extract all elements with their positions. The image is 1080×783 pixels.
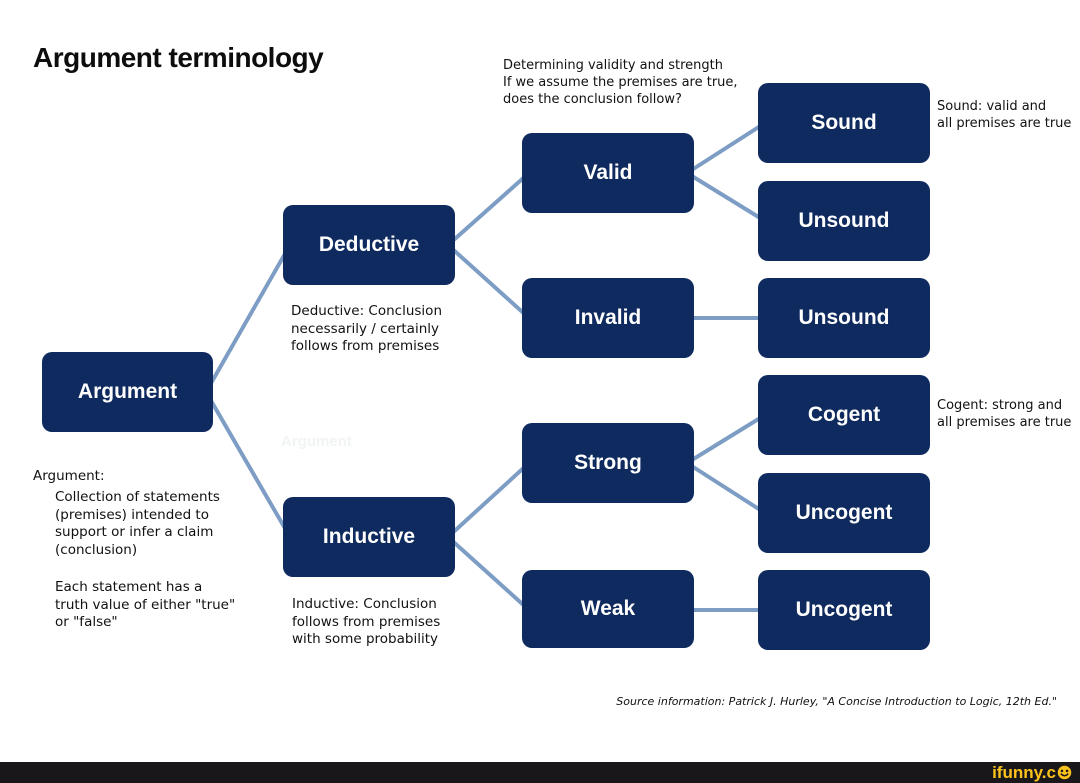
ifunny-logo: ifunny.c xyxy=(992,763,1072,783)
argument-definition-heading: Argument: xyxy=(33,468,105,484)
sound-definition: Sound: valid and all premises are true xyxy=(937,99,1071,132)
note-line: does the conclusion follow? xyxy=(503,92,682,107)
note-line: Each statement has a xyxy=(55,579,203,595)
smiley-icon xyxy=(1057,765,1072,780)
node-unsound-after-invalid: Unsound xyxy=(758,278,930,358)
validity-strength-note: Determining validity and strength If we … xyxy=(503,57,738,108)
node-cogent: Cogent xyxy=(758,375,930,455)
note-line: all premises are true xyxy=(937,115,1072,131)
connector-valid-sound xyxy=(685,121,767,175)
note-line: necessarily / certainly xyxy=(291,320,439,337)
note-line: (conclusion) xyxy=(55,541,138,558)
connector-valid-unsound xyxy=(685,171,767,223)
deductive-definition: Deductive: Conclusion necessarily / cert… xyxy=(291,303,442,356)
node-strong: Strong xyxy=(522,423,694,503)
note-line: (premises) intended to xyxy=(55,506,209,523)
faint-argument-watermark: Argument xyxy=(281,433,352,450)
inductive-definition: Inductive: Conclusion follows from premi… xyxy=(292,596,440,649)
note-line: Inductive: Conclusion xyxy=(292,596,437,612)
cogent-definition: Cogent: strong and all premises are true xyxy=(937,398,1071,431)
connector-strong-cogent xyxy=(685,413,767,465)
note-line: support or infer a claim xyxy=(55,524,214,540)
connector-argument-inductive xyxy=(204,390,292,539)
connector-deductive-valid xyxy=(446,171,531,247)
node-weak: Weak xyxy=(522,570,694,648)
note-line: follows from premises xyxy=(292,613,441,630)
page-title: Argument terminology xyxy=(33,42,324,73)
connector-inductive-weak xyxy=(446,535,531,612)
node-deductive: Deductive xyxy=(283,205,455,285)
note-line: truth value of either "true" xyxy=(55,596,236,613)
note-line: Cogent: strong and xyxy=(937,398,1063,413)
note-line: with some probability xyxy=(292,631,439,647)
note-line: Sound: valid and xyxy=(937,99,1047,114)
ifunny-footer-bar: ifunny.c xyxy=(0,762,1080,783)
connector-strong-uncogent xyxy=(685,461,767,515)
connector-argument-deductive xyxy=(204,244,292,393)
node-unsound-after-valid: Unsound xyxy=(758,181,930,261)
connector-inductive-strong xyxy=(446,461,531,539)
node-argument: Argument xyxy=(42,352,213,432)
node-uncogent-after-weak: Uncogent xyxy=(758,570,930,650)
node-inductive: Inductive xyxy=(283,497,455,577)
node-uncogent-after-strong: Uncogent xyxy=(758,473,930,553)
note-line: all premises are true xyxy=(937,414,1072,430)
note-line: follows from premises xyxy=(291,338,440,354)
argument-definition: Collection of statements (premises) inte… xyxy=(55,489,220,559)
note-line: Determining validity and strength xyxy=(503,58,723,73)
note-line: Deductive: Conclusion xyxy=(291,303,442,319)
source-citation: Source information: Patrick J. Hurley, "… xyxy=(616,695,1057,708)
node-invalid: Invalid xyxy=(522,278,694,358)
node-sound: Sound xyxy=(758,83,930,163)
truth-value-note: Each statement has a truth value of eith… xyxy=(55,579,235,632)
note-line: Collection of statements xyxy=(55,489,220,505)
note-line: or "false" xyxy=(55,614,118,630)
node-valid: Valid xyxy=(522,133,694,213)
ifunny-logo-text: ifunny.c xyxy=(992,762,1056,782)
note-line: If we assume the premises are true, xyxy=(503,75,738,90)
connector-deductive-invalid xyxy=(446,243,531,320)
